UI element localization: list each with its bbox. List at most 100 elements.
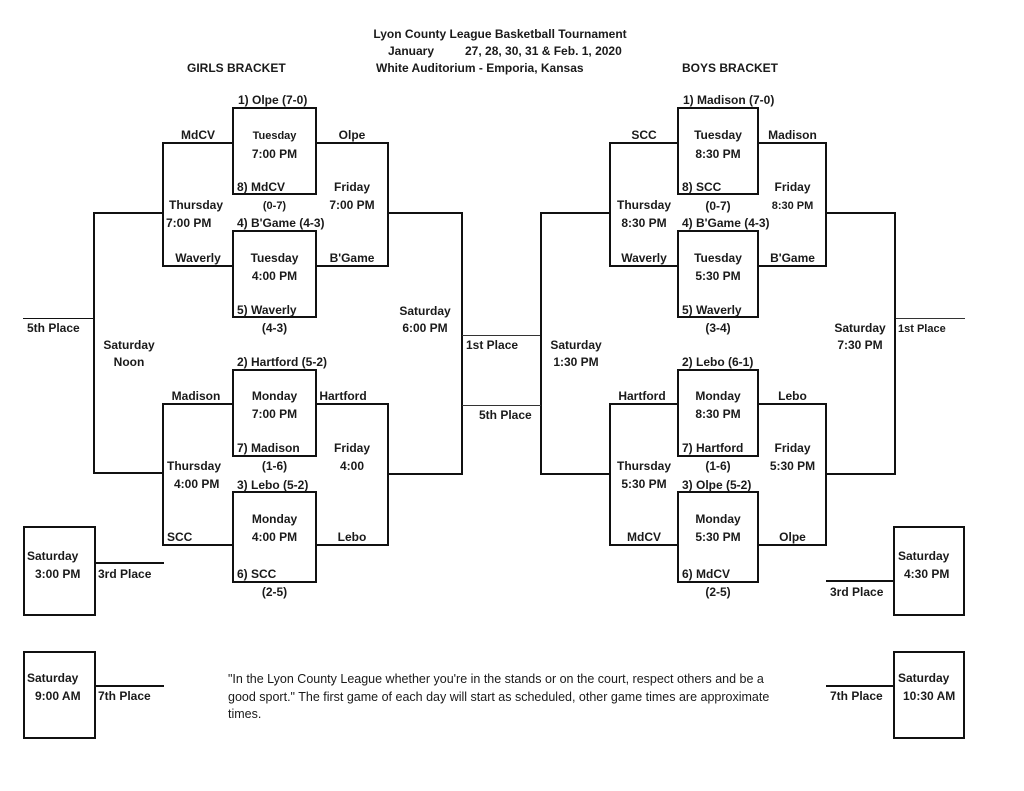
loser-label: Waverly — [175, 251, 221, 265]
team-record: (2-5) — [705, 585, 731, 599]
loser-label: Waverly — [621, 251, 667, 265]
bracket-line — [316, 544, 389, 546]
bracket-line — [541, 473, 611, 475]
bracket-line — [462, 335, 541, 336]
sportsmanship-note: "In the Lyon County League whether you'r… — [228, 672, 770, 721]
tournament-title: Lyon County League Basketball Tournament — [373, 27, 627, 41]
semifinal-time: 4:00 — [339, 459, 365, 473]
consolation-time: 4:00 PM — [174, 477, 220, 491]
bracket-line — [163, 403, 233, 405]
seed-label: 1) Madison (7-0) — [683, 93, 775, 107]
seed-label: 4) B'Game (4-3) — [237, 216, 325, 230]
boys-third-place-box — [893, 526, 965, 616]
seed-label: 5) Waverly — [682, 303, 742, 317]
seed-label: 7) Hartford — [682, 441, 744, 455]
bracket-line — [163, 265, 233, 267]
winner-label: Olpe — [338, 128, 366, 142]
bracket-line — [896, 318, 965, 319]
championship-time: 7:30 PM — [837, 338, 883, 352]
semifinal-time: 7:00 PM — [329, 198, 375, 212]
winner-label: Madison — [768, 128, 817, 142]
consolation-time: 5:30 PM — [621, 477, 667, 491]
third-place-label: 3rd Place — [98, 567, 152, 581]
tournament-dates: 27, 28, 30, 31 & Feb. 1, 2020 — [465, 44, 622, 58]
bracket-line — [316, 403, 389, 405]
seed-label: 3) Lebo (5-2) — [237, 478, 309, 492]
bracket-line — [94, 212, 164, 214]
bracket-line — [93, 212, 95, 474]
seed-label: 7) Madison — [237, 441, 300, 455]
game-time: 7:00 PM — [251, 407, 298, 421]
bracket-line — [163, 142, 233, 144]
team-record: (3-4) — [705, 321, 731, 335]
bracket-line — [826, 685, 894, 687]
game-time: 8:30 PM — [695, 407, 741, 421]
loser-label: SCC — [631, 128, 657, 142]
bracket-line — [388, 473, 463, 475]
first-place-label: 1st Place — [898, 323, 946, 335]
bracket-line — [388, 212, 463, 214]
loser-label: MdCV — [181, 128, 215, 142]
consolation-day: Thursday — [616, 198, 671, 212]
third-place-day: Saturday — [898, 549, 950, 563]
game-time: 4:00 PM — [251, 530, 298, 544]
consolation-day: Thursday — [616, 459, 671, 473]
seed-label: 8) SCC — [682, 180, 722, 194]
semifinal-time: 5:30 PM — [769, 459, 816, 473]
bracket-line — [95, 562, 164, 564]
team-record: (4-3) — [261, 321, 288, 335]
bracket-line — [162, 142, 164, 267]
seed-label: 4) B'Game (4-3) — [682, 216, 770, 230]
semifinal-day: Friday — [333, 441, 370, 455]
loser-label: Hartford — [618, 389, 666, 403]
seed-label: 1) Olpe (7-0) — [238, 93, 308, 107]
seventh-place-label: 7th Place — [830, 689, 883, 703]
consolation-time: 7:00 PM — [166, 216, 212, 230]
game-day: Monday — [251, 512, 298, 526]
tournament-venue: White Auditorium - Emporia, Kansas — [376, 61, 584, 75]
team-record: (0-7) — [705, 199, 731, 213]
game-time: 7:00 PM — [251, 147, 298, 161]
bracket-line — [610, 544, 678, 546]
girls-bracket-heading: GIRLS BRACKET — [187, 61, 286, 75]
seed-label: 3) Olpe (5-2) — [682, 478, 752, 492]
bracket-line — [826, 212, 896, 214]
seventh-place-time: 9:00 AM — [35, 689, 81, 703]
third-place-day: Saturday — [27, 549, 79, 563]
game-time: 5:30 PM — [695, 530, 741, 544]
bracket-line — [23, 318, 94, 319]
winner-label: Olpe — [779, 530, 806, 544]
seed-label: 6) MdCV — [682, 567, 730, 581]
bracket-line — [316, 142, 389, 144]
semifinal-day: Friday — [333, 180, 370, 194]
seed-label: 5) Waverly — [237, 303, 297, 317]
semifinal-day: Friday — [774, 441, 811, 455]
game-day: Monday — [695, 512, 741, 526]
consolation-day: Thursday — [167, 459, 222, 473]
seed-label: 6) SCC — [237, 567, 277, 581]
game-day: Tuesday — [694, 128, 742, 142]
boys-bracket-heading: BOYS BRACKET — [682, 61, 779, 75]
boys-game-madison-scc — [677, 107, 759, 195]
bracket-line — [387, 142, 389, 267]
bracket-line — [610, 265, 678, 267]
tournament-month: January — [388, 44, 435, 58]
bracket-line — [95, 685, 164, 687]
championship-day: Saturday — [834, 321, 886, 335]
first-place-label: 1st Place — [466, 338, 519, 352]
bracket-line — [163, 544, 233, 546]
bracket-line — [162, 403, 164, 546]
boys-seventh-place-box — [893, 651, 965, 739]
fifth-place-day: Saturday — [550, 338, 602, 352]
game-time: 8:30 PM — [695, 147, 741, 161]
fifth-place-time: 1:30 PM — [553, 355, 599, 369]
bracket-line — [826, 580, 894, 582]
game-day: Monday — [695, 389, 741, 403]
bracket-line — [610, 142, 678, 144]
game-day: Tuesday — [694, 251, 742, 265]
championship-time: 6:00 PM — [402, 321, 448, 335]
winner-label: Lebo — [337, 530, 367, 544]
seed-label: 2) Lebo (6-1) — [682, 355, 754, 369]
girls-game-bgame-waverly — [232, 230, 317, 318]
winner-label: Hartford — [319, 389, 367, 403]
